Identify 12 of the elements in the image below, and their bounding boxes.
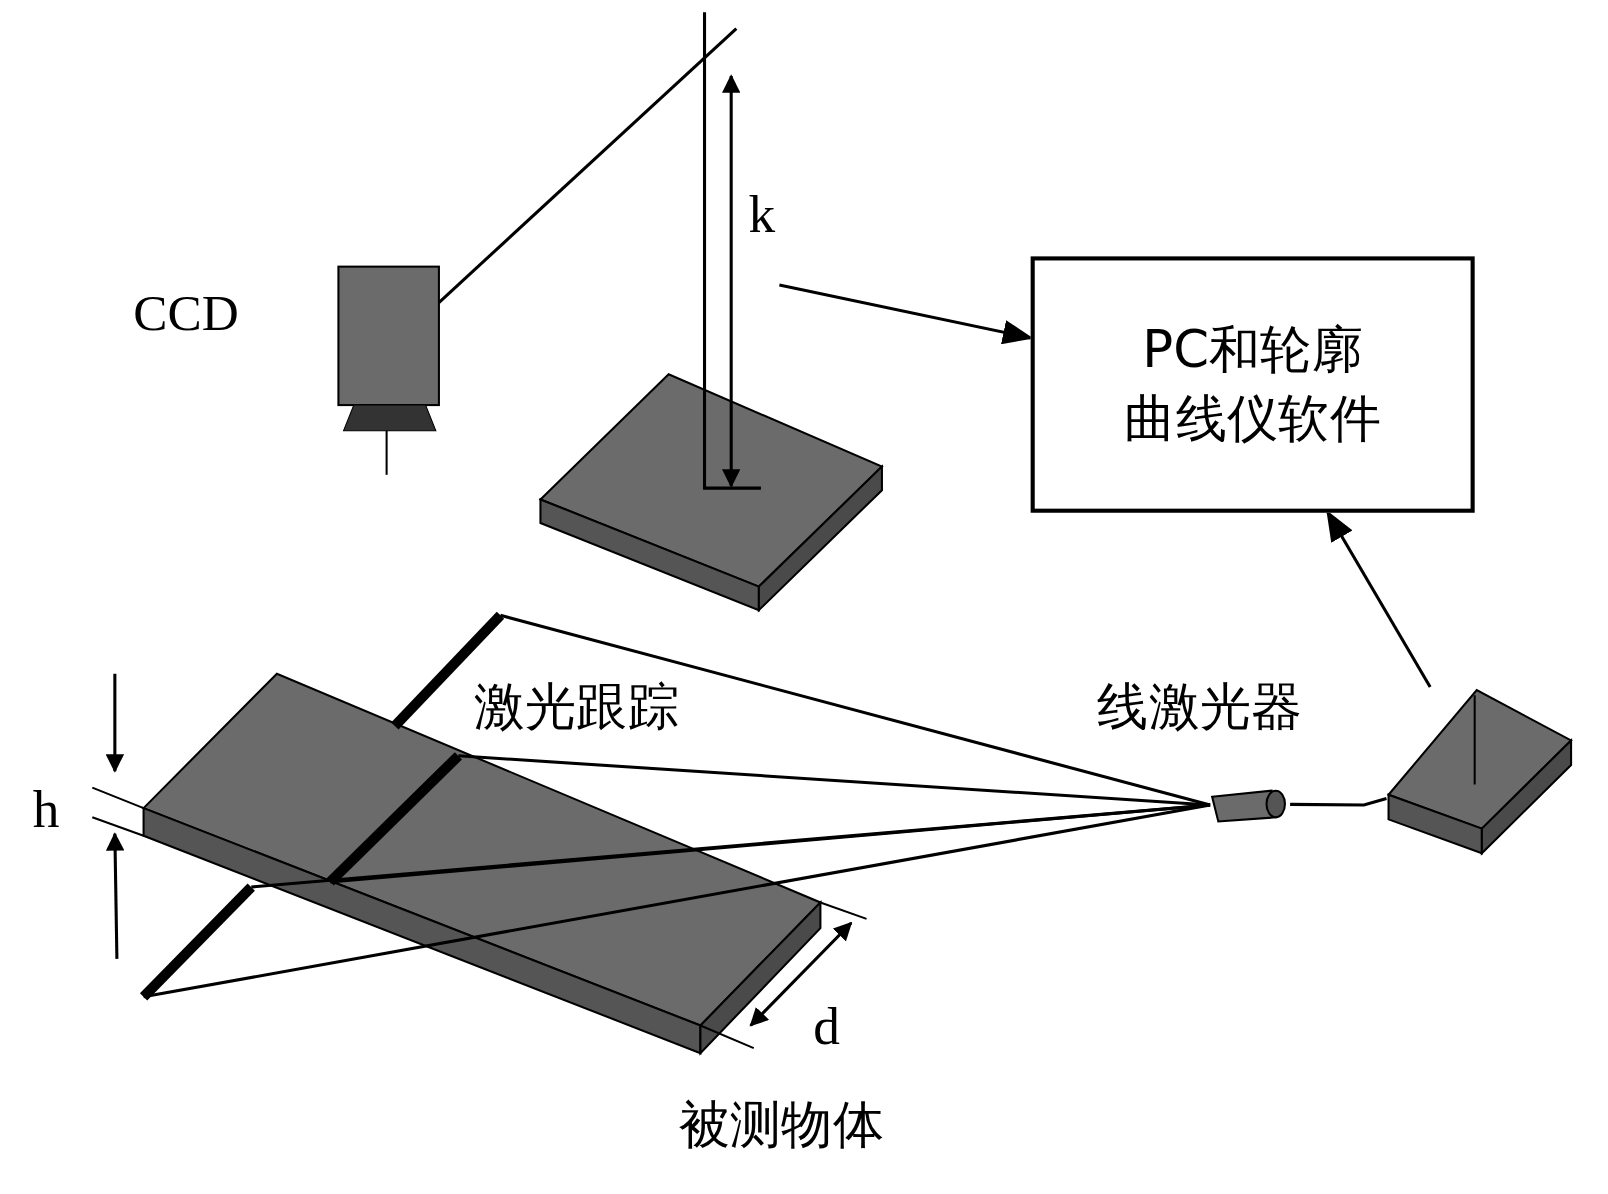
laser-label: 线激光器 <box>1097 678 1303 736</box>
controller-box <box>1386 687 1574 857</box>
computer-box <box>1030 256 1475 513</box>
dimension-label: d <box>813 996 840 1056</box>
cable-line <box>1290 797 1387 807</box>
arrow <box>1326 510 1432 688</box>
dimension-label: k <box>748 184 776 244</box>
object-label: 被测物体 <box>678 1097 884 1154</box>
device-label: CCD <box>133 285 239 342</box>
box-text: PC和轮廓曲线仪软件 <box>1123 318 1382 451</box>
dimension-label: h <box>32 779 60 839</box>
beam-label: 激光跟踪 <box>473 678 679 736</box>
